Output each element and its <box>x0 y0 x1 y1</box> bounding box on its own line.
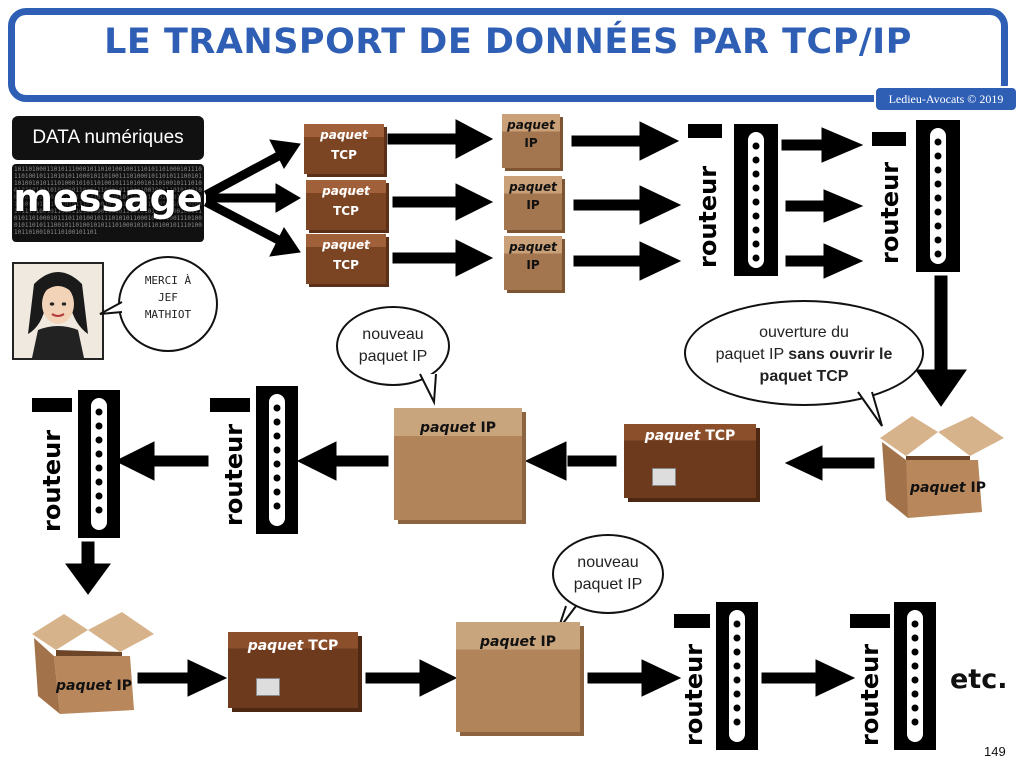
thanks-bubble: MERCI À JEF MATHIOT <box>118 256 218 352</box>
message-label: message <box>13 176 203 220</box>
label-plate <box>652 468 676 486</box>
paquet-tcp-3-suffix: TCP <box>333 258 359 272</box>
open-box-left-shape <box>32 612 154 714</box>
router-1-label: routeur <box>694 165 722 268</box>
router-4: routeur <box>28 390 120 540</box>
bubble1-line2: paquet IP <box>358 348 428 365</box>
avatar <box>12 262 104 360</box>
router-3-dots <box>273 404 281 510</box>
open-box-left-label: paquet IP <box>55 678 132 694</box>
paquet-ip-big-row2-label: paquet IP <box>419 420 496 436</box>
page-number: 149 <box>984 744 1006 759</box>
paquet-tcp-big-row3-label: paquet TCP <box>247 638 339 654</box>
ouverture-line3-bold: paquet TCP <box>759 368 849 385</box>
thanks-line-1: MERCI À <box>144 274 192 287</box>
router-1: routeur <box>688 120 778 280</box>
open-box-right-label: paquet IP <box>909 480 986 496</box>
message-block: 1011010001101011100010110101001001110101… <box>12 164 204 242</box>
router-2-label: routeur <box>876 161 904 264</box>
router-2: routeur <box>868 118 960 278</box>
paquet-tcp-1-suffix: TCP <box>331 148 357 162</box>
router-1-tab <box>688 124 722 138</box>
bubble1-tail <box>419 373 437 406</box>
paquet-tcp-big-row2: paquet TCP <box>624 424 756 498</box>
bubble3-line1: nouveau <box>577 554 639 571</box>
router-5-label: routeur <box>680 643 708 746</box>
nouveau-paquet-bubble-2: nouveau paquet IP <box>552 534 664 614</box>
binary-background: 1011010001101011100010110101001001110101… <box>14 166 202 236</box>
ouverture-bubble-tail <box>857 391 883 427</box>
router-4-dots <box>95 408 103 514</box>
router-2-tab <box>872 132 906 146</box>
paquet-ip-box-1: paquet IP <box>502 114 560 168</box>
router-6-tab <box>850 614 890 628</box>
page-title: LE TRANSPORT DE DONNÉES PAR TCP/IP <box>104 22 912 62</box>
paquet-tcp-3-label: paquet <box>322 238 370 252</box>
nouveau-paquet-bubble-1: nouveau paquet IP <box>336 306 450 386</box>
paquet-tcp-box-2: paquet TCP <box>306 180 386 230</box>
bubble1-line1: nouveau <box>362 326 424 343</box>
paquet-ip-big-row2: paquet IP <box>394 408 522 520</box>
paquet-ip-big-row3-label: paquet IP <box>479 634 556 650</box>
paquet-tcp-box-3: paquet TCP <box>306 234 386 284</box>
etc-label: etc. <box>950 664 1008 695</box>
open-box-right-shape <box>880 416 1004 518</box>
ouverture-line2: paquet IP sans ouvrir le <box>686 344 922 366</box>
paquet-tcp-2-suffix: TCP <box>333 204 359 218</box>
thanks-line-2: JEF <box>158 291 178 304</box>
router-4-label: routeur <box>38 429 66 532</box>
paquet-tcp-1-label: paquet <box>320 128 368 142</box>
paquet-ip-3-suffix: IP <box>526 258 540 272</box>
router-5-dots <box>733 620 741 726</box>
paquet-tcp-box-1: paquet TCP <box>304 124 384 174</box>
title-banner <box>8 8 1008 102</box>
ouverture-bubble: ouverture du paquet IP sans ouvrir le pa… <box>684 300 924 406</box>
open-box-right: paquet IP <box>872 408 1008 520</box>
paquet-tcp-2-label: paquet <box>322 184 370 198</box>
router-4-tab <box>32 398 72 412</box>
ouverture-line1: ouverture du <box>759 324 849 341</box>
router-5: routeur <box>670 602 760 752</box>
bubble3-line2: paquet IP <box>573 576 643 593</box>
router-6: routeur <box>846 602 938 752</box>
paquet-ip-2-suffix: IP <box>526 198 540 212</box>
data-numeriques-label: DATA numériques <box>12 116 204 160</box>
paquet-ip-big-row3: paquet IP <box>456 622 580 732</box>
router-2-dots <box>934 138 942 258</box>
thanks-line-3: MATHIOT <box>144 308 192 321</box>
label-plate-2 <box>256 678 280 696</box>
paquet-ip-box-2: paquet IP <box>504 176 562 230</box>
router-6-label: routeur <box>856 643 884 746</box>
paquet-tcp-big-row2-label: paquet TCP <box>644 428 736 444</box>
ouverture-line2-plain: paquet IP <box>715 346 789 363</box>
paquet-ip-1-label: paquet <box>507 118 555 132</box>
router-3-tab <box>210 398 250 412</box>
router-3: routeur <box>208 386 300 536</box>
router-5-tab <box>674 614 710 628</box>
paquet-ip-1-suffix: IP <box>524 136 538 150</box>
paquet-tcp-big-row3: paquet TCP <box>228 632 358 708</box>
router-3-label: routeur <box>220 423 248 526</box>
avatar-illustration <box>14 264 102 358</box>
paquet-ip-box-3: paquet IP <box>504 236 562 290</box>
credit-badge: Ledieu-Avocats © 2019 <box>874 86 1018 112</box>
paquet-ip-3-label: paquet <box>509 240 557 254</box>
open-box-left: paquet IP <box>26 604 158 716</box>
thanks-bubble-tail <box>99 301 123 315</box>
router-1-dots <box>752 142 760 262</box>
router-6-dots <box>911 620 919 726</box>
ouverture-line3: paquet TCP <box>686 366 922 388</box>
ouverture-line2-bold: sans ouvrir le <box>788 346 893 363</box>
paquet-ip-2-label: paquet <box>509 180 557 194</box>
